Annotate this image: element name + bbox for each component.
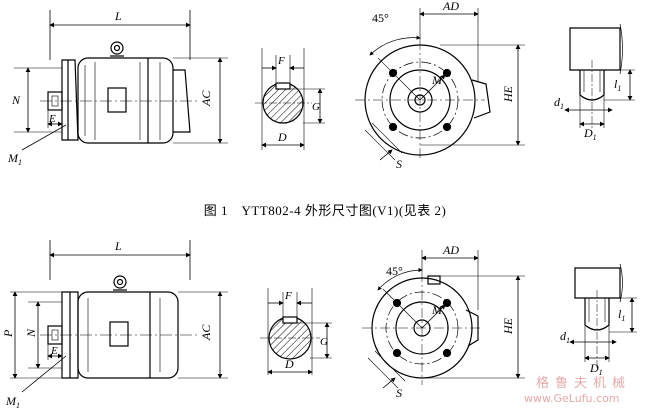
label-E: E bbox=[50, 345, 58, 357]
label-G: G bbox=[312, 101, 320, 113]
label-M: M bbox=[431, 73, 443, 87]
top-shaft-end-detail bbox=[564, 23, 635, 130]
bottom-shaft-end-detail bbox=[569, 263, 637, 368]
bottom-shaft-end-labels: l1 d1 D1 bbox=[560, 307, 625, 377]
label-AC: AC bbox=[199, 90, 213, 107]
label-G: G bbox=[320, 336, 328, 348]
top-shaft-section bbox=[255, 48, 325, 150]
watermark-url: www.GeLufu.com bbox=[524, 392, 620, 405]
bottom-flange-end-labels: 45° AD M HE S bbox=[386, 243, 515, 400]
label-S: S bbox=[396, 157, 402, 171]
label-HE: HE bbox=[501, 85, 515, 103]
label-N: N bbox=[24, 328, 38, 338]
label-D1: D1 bbox=[583, 126, 597, 142]
top-shaft-section-labels: F G D bbox=[277, 55, 320, 144]
label-D: D bbox=[284, 357, 294, 371]
label-F: F bbox=[277, 55, 285, 67]
label-M1: M1 bbox=[7, 151, 22, 167]
label-AC: AC bbox=[199, 324, 213, 341]
label-d1: d1 bbox=[554, 95, 564, 111]
bottom-motor-side-view bbox=[10, 240, 228, 393]
label-AD: AD bbox=[442, 0, 459, 13]
label-P: P bbox=[1, 329, 15, 338]
label-l1: l1 bbox=[618, 307, 625, 323]
top-shaft-end-labels: l1 d1 D1 bbox=[554, 77, 621, 142]
label-HE: HE bbox=[501, 317, 515, 335]
top-motor-side-view bbox=[14, 10, 228, 151]
top-motor-side-labels: L N E M1 AC bbox=[7, 9, 213, 167]
label-D1: D1 bbox=[589, 361, 603, 377]
label-angle: 45° bbox=[372, 11, 389, 25]
label-E: E bbox=[48, 113, 56, 125]
label-D: D bbox=[277, 130, 287, 144]
label-N: N bbox=[11, 93, 21, 107]
bottom-shaft-section bbox=[260, 288, 332, 375]
label-L: L bbox=[114, 9, 122, 23]
label-S: S bbox=[396, 386, 402, 400]
label-M1: M1 bbox=[5, 394, 20, 410]
label-F: F bbox=[284, 290, 292, 302]
label-d1: d1 bbox=[560, 329, 570, 345]
label-L: L bbox=[114, 239, 122, 253]
label-l1: l1 bbox=[614, 77, 621, 93]
watermark-text: 格鲁夫机械 bbox=[536, 376, 632, 391]
top-flange-end-view bbox=[355, 8, 525, 161]
bottom-motor-side-labels: L P N E M1 AC bbox=[1, 239, 213, 410]
bottom-shaft-section-labels: F G D bbox=[284, 290, 328, 371]
label-M: M bbox=[431, 303, 443, 317]
bottom-flange-end-view bbox=[362, 250, 525, 389]
label-angle: 45° bbox=[386, 264, 403, 278]
top-flange-end-labels: 45° AD M HE S bbox=[372, 0, 515, 171]
figure-caption: 图 1 YTT802-4 外形尺寸图(V1)(见表 2) bbox=[203, 203, 447, 218]
label-AD: AD bbox=[442, 243, 459, 257]
